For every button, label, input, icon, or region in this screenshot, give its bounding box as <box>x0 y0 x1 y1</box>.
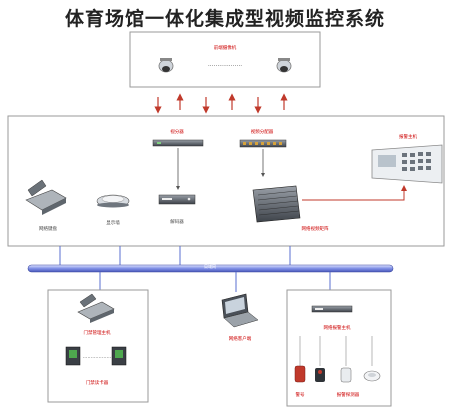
lan-label: 局域网 <box>204 263 216 269</box>
network-alarm-host-device <box>311 305 353 313</box>
camera-icon <box>158 58 174 73</box>
camera-icon <box>276 58 292 73</box>
lan-bus <box>27 264 394 273</box>
camera-dots: .................. <box>208 61 242 68</box>
access-reader-icon <box>65 346 81 366</box>
access-reader-dots: .................. <box>83 354 112 360</box>
network-keyboard-device <box>25 179 67 215</box>
access-reader-icon <box>111 346 127 366</box>
smoke-detector-icon <box>363 370 381 382</box>
access-control-host-label: 门禁管理主机 <box>84 329 111 336</box>
network-client-label: 网络客户端 <box>229 335 252 342</box>
access-control-host-device <box>77 293 115 323</box>
display-wall-label: 显示墙 <box>106 219 120 226</box>
network-keyboard-label: 网络键盘 <box>39 225 57 232</box>
alarm-host-label: 报警主机 <box>399 133 417 140</box>
front-camera-box <box>129 31 321 88</box>
front-camera-label: 前端摄像机 <box>214 44 237 51</box>
control-center-box <box>7 115 445 247</box>
detector-wires <box>299 336 373 366</box>
siren-icon <box>294 365 306 383</box>
video-distributor-label: 视频分配器 <box>251 128 274 135</box>
decoder-label: 解码器 <box>170 218 184 225</box>
signal-arrows <box>154 93 288 114</box>
alarm-host-device <box>371 144 443 184</box>
video-distributor-device <box>239 139 287 148</box>
access-reader-label: 门禁读卡器 <box>86 379 109 386</box>
storage-server-device <box>252 185 301 223</box>
network-alarm-host-label: 网络报警主机 <box>324 324 351 331</box>
alarm-link <box>302 185 407 201</box>
display-device <box>96 194 130 208</box>
splitter-label: 视分器 <box>170 128 184 135</box>
decoder-device <box>158 194 196 205</box>
alarm-siren-label: 警号 <box>296 391 305 398</box>
laptop-icon <box>221 293 259 328</box>
detectors-label: 报警探测器 <box>337 391 360 398</box>
network-video-matrix-label: 网络视频矩阵 <box>302 225 329 232</box>
detector-icon <box>315 368 325 382</box>
detector-icon <box>340 367 352 383</box>
diagram-title: 体育场馆一体化集成型视频监控系统 <box>64 8 385 30</box>
splitter-device <box>152 139 204 147</box>
